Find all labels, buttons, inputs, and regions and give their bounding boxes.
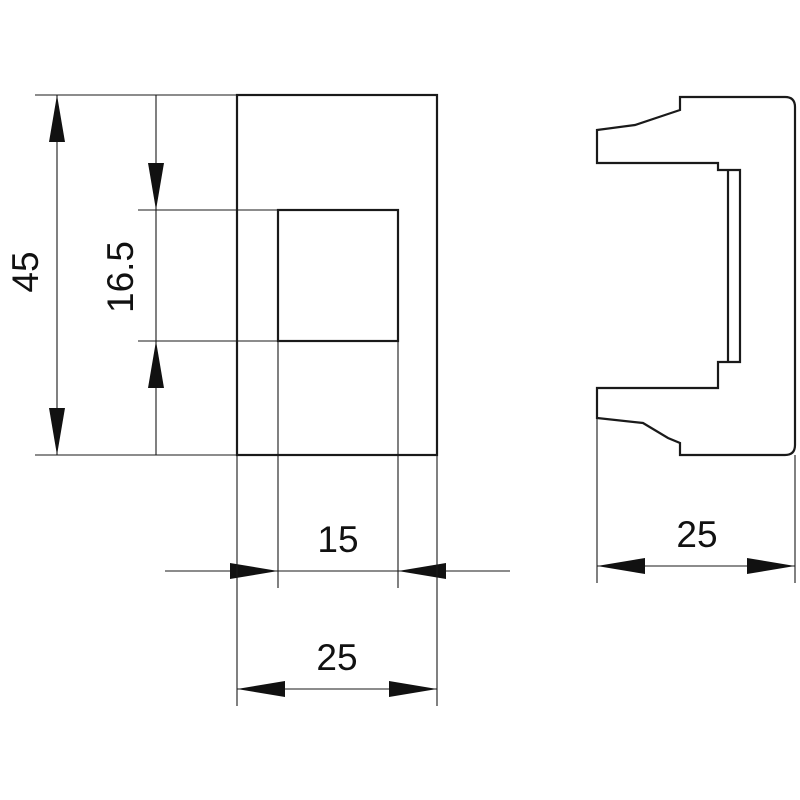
arrow-right-25-side	[747, 558, 795, 574]
dimension-label-15: 15	[317, 519, 358, 560]
arrow-down-45	[49, 408, 65, 455]
arrow-left-25-front	[237, 681, 285, 697]
dimension-25-front: 25	[236, 455, 438, 706]
dimension-25-side: 25	[596, 418, 796, 583]
dimension-16-5: 16.5	[100, 95, 278, 455]
dimension-45: 45	[5, 94, 237, 456]
side-view	[595, 95, 797, 457]
dimension-15: 15	[165, 341, 510, 588]
front-view-window	[276, 208, 400, 343]
arrow-left-15	[398, 563, 446, 579]
front-view	[235, 93, 439, 457]
side-view-outline	[595, 95, 797, 457]
arrow-left-25-side	[597, 558, 645, 574]
dimension-label-16-5: 16.5	[100, 241, 141, 313]
arrow-right-15	[230, 563, 278, 579]
front-view-outline	[235, 93, 439, 457]
arrow-up-45	[49, 95, 65, 142]
dimension-label-25-front: 25	[316, 637, 357, 678]
dimension-label-45: 45	[5, 251, 46, 292]
arrow-right-25-front	[389, 681, 437, 697]
dimension-label-25-side: 25	[676, 514, 717, 555]
arrow-down-16-5	[148, 163, 164, 210]
arrow-up-16-5	[148, 341, 164, 388]
